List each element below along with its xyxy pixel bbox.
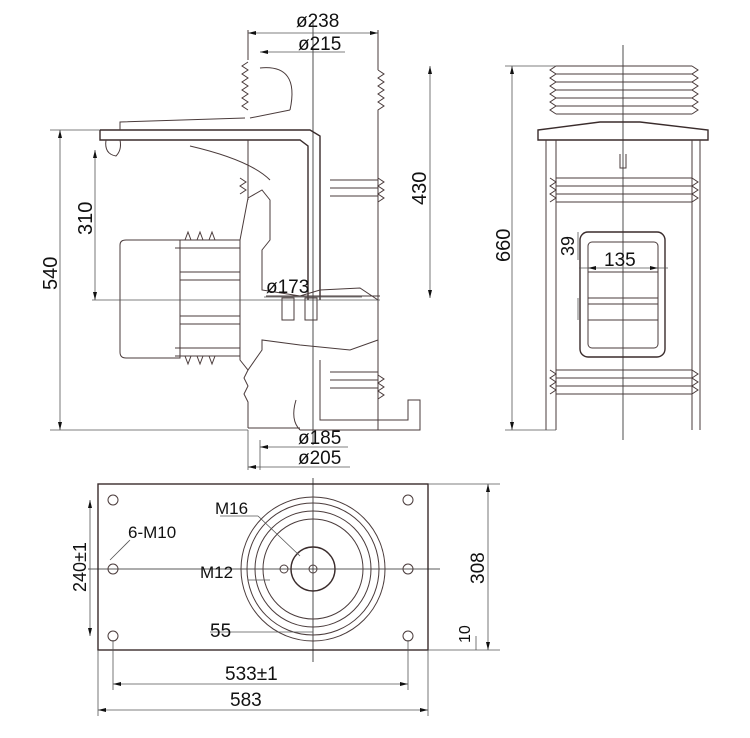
dim-d205: ø205 xyxy=(298,448,341,469)
mounting-holes xyxy=(107,494,414,642)
dim-d533: 533±1 xyxy=(225,664,278,685)
plan-view xyxy=(88,478,440,662)
dim-d310: 310 xyxy=(75,202,97,235)
plan-view-dimensions xyxy=(88,483,500,716)
front-view-dimensions xyxy=(50,31,432,470)
side-view xyxy=(537,45,709,440)
dim-d39: 39 xyxy=(558,236,578,256)
dim-m16: M16 xyxy=(215,499,248,518)
dim-d430: 430 xyxy=(409,172,431,205)
dim-m10: 6-M10 xyxy=(128,523,176,542)
dim-d583: 583 xyxy=(230,690,262,711)
dim-d173: ø173 xyxy=(266,277,309,298)
side-view-dimensions xyxy=(505,65,556,431)
dim-m12: M12 xyxy=(200,563,233,582)
dim-d540: 540 xyxy=(40,257,62,290)
dim-d660: 660 xyxy=(493,229,515,262)
dim-d135: 135 xyxy=(604,250,636,271)
dim-d308: 308 xyxy=(468,552,489,584)
dim-d238: ø238 xyxy=(296,11,339,32)
dim-d10: 10 xyxy=(457,625,474,643)
dim-d240: 240±1 xyxy=(70,542,90,592)
dim-d55: 55 xyxy=(210,621,231,642)
front-section-view xyxy=(99,20,421,445)
dim-d185: ø185 xyxy=(298,428,341,449)
dim-d215: ø215 xyxy=(298,34,341,55)
